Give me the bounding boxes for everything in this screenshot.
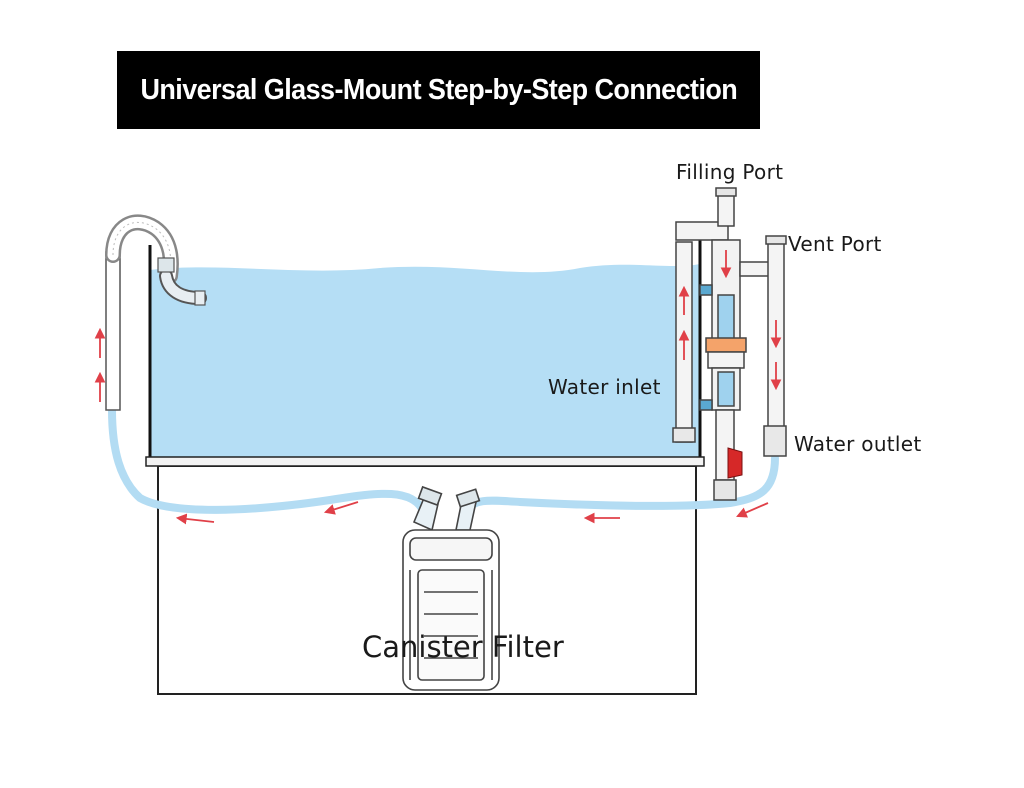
right-flow-arrows — [678, 250, 782, 391]
title-banner: Universal Glass-Mount Step-by-Step Conne… — [117, 51, 760, 129]
flow-arrow-icon — [736, 502, 769, 518]
filling-port-label: Filling Port — [676, 160, 784, 184]
left-return-spout — [105, 214, 207, 411]
water-inlet-label: Water inlet — [548, 375, 661, 399]
tank-water — [150, 264, 700, 457]
flow-arrow-icon — [175, 513, 215, 525]
outlet-hose — [464, 454, 779, 516]
canister-filter-label: Canister Filter — [362, 630, 564, 664]
diagram-title: Universal Glass-Mount Step-by-Step Conne… — [140, 73, 737, 106]
aquarium-tank — [148, 238, 702, 458]
bottom-flow-arrows — [175, 501, 769, 525]
flow-arrow-icon — [323, 501, 359, 515]
vent-port-label: Vent Port — [788, 232, 882, 256]
return-hose — [108, 406, 428, 516]
hoses — [108, 406, 779, 516]
canister-filter — [402, 485, 500, 691]
valve-handle — [727, 447, 743, 479]
filling-port-stub — [717, 191, 735, 227]
water-outlet-label: Water outlet — [794, 432, 922, 456]
tank-base — [145, 456, 705, 467]
coupling-nut — [705, 337, 747, 353]
